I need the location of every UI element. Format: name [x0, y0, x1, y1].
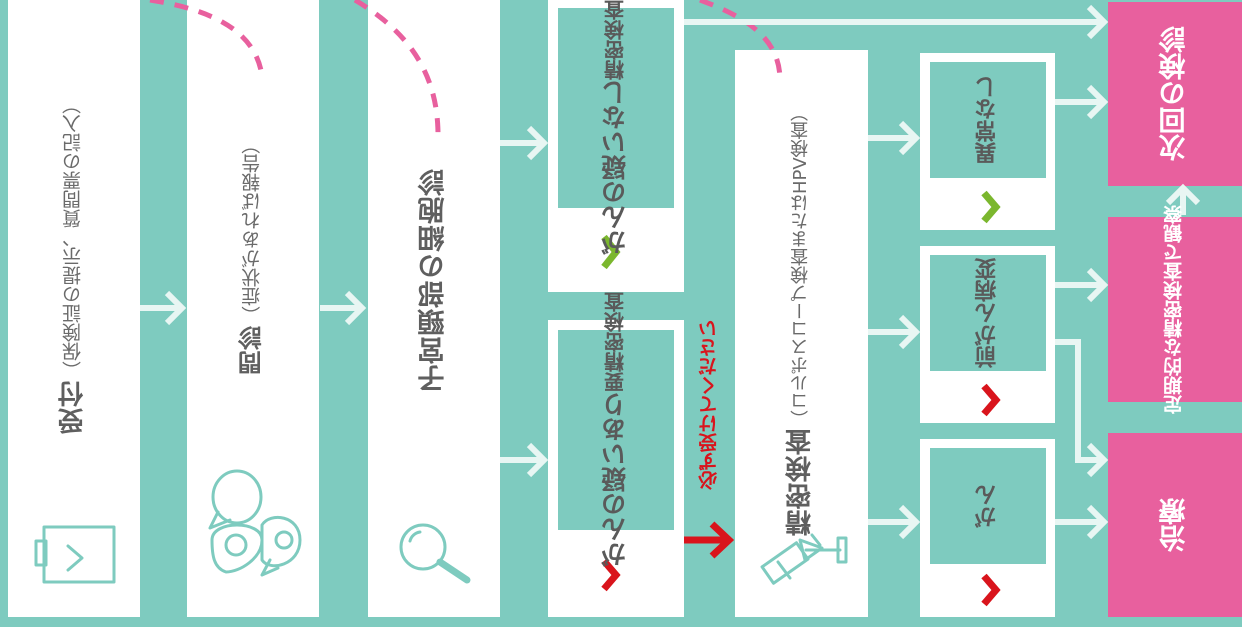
- arrow-right-icon: [1055, 504, 1109, 540]
- dashed-connector: [353, 0, 441, 136]
- interview-label: 問診（症状があれば報告）: [187, 90, 319, 420]
- interview-note: （症状があれば報告）: [241, 135, 264, 325]
- dashed-connector: [149, 0, 265, 77]
- periodic-observation-box: [1108, 217, 1242, 402]
- arrow-right-icon: [1055, 267, 1109, 303]
- dashed-connector: [699, 0, 783, 81]
- normal-box: [930, 62, 1046, 178]
- reception-title: 受付: [58, 380, 89, 435]
- red-arrow-icon: [684, 521, 735, 559]
- treatment-box: [1108, 433, 1242, 617]
- arrow-right-icon: [868, 504, 921, 540]
- arrow-right-icon: [140, 290, 187, 326]
- no-suspicion-sub: 精密検査不要: [603, 0, 628, 81]
- must-take-text: 必ず受けてください: [698, 319, 721, 491]
- reception-panel: [8, 0, 140, 617]
- arrow-right-icon: [684, 4, 1109, 40]
- no-suspicion-label: がんの疑いなし 精密検査不要: [558, 0, 674, 256]
- arrow-right-icon: [1055, 339, 1109, 478]
- colposcope-icon: [760, 533, 848, 585]
- normal-text: 異常なし: [975, 76, 1001, 164]
- precancer-box: [930, 255, 1046, 371]
- cancer-box: [930, 448, 1046, 564]
- conversation-icon: [208, 469, 302, 577]
- suspicion-label: がんの疑いあり 要精密検査: [558, 293, 674, 568]
- reception-label: 受付（保険証の提示、質問票の記入）: [8, 60, 140, 470]
- cancer-label: がん: [930, 448, 1046, 564]
- normal-label: 異常なし: [930, 62, 1046, 178]
- green-chevron-icon: [601, 234, 621, 270]
- suspicion-box: [558, 330, 674, 530]
- clipboard-icon: [34, 525, 116, 584]
- detail-exam-panel: [735, 50, 868, 617]
- precancer-line-1: 前がん: [975, 302, 1001, 368]
- red-chevron-icon: [981, 383, 1001, 417]
- green-chevron-icon: [981, 190, 1001, 224]
- periodic-observation-line-2: 精密検査で観察: [1163, 205, 1186, 338]
- interview-title: 問診: [238, 325, 267, 375]
- interview-panel: [187, 0, 319, 617]
- cytology-title: 子宮頸部の細胞診: [418, 168, 450, 392]
- arrow-right-icon: [500, 442, 549, 478]
- arrow-right-icon: [868, 120, 921, 156]
- detail-exam-note: （コルポスコープ検査または: [790, 194, 812, 429]
- red-chevron-icon: [601, 558, 621, 592]
- must-take-label: 必ず受けてください: [690, 295, 730, 515]
- next-screening-text: 次回の検診: [1159, 26, 1191, 162]
- detail-exam-title: 精密検査: [785, 428, 816, 537]
- periodic-observation-label: 定期的な 精密検査で観察: [1108, 205, 1242, 414]
- arrow-right-icon: [868, 314, 921, 350]
- reception-note: （保険証の提示、質問票の記入）: [62, 95, 85, 381]
- precancer-line-2: 病変: [975, 258, 1001, 302]
- arrow-right-icon: [320, 290, 367, 326]
- cancer-text: がん: [975, 484, 1001, 528]
- arrow-up-icon: [1165, 183, 1201, 215]
- detail-exam-label: 精密検査 （コルポスコープ検査またはHPV検査）: [735, 100, 868, 540]
- next-screening-box: [1108, 2, 1242, 186]
- suspicion-sub: 要精密検査: [603, 292, 628, 393]
- no-suspicion-box: [558, 8, 674, 208]
- no-suspicion-title: がんの疑いなし: [600, 80, 630, 256]
- suspicion-title: がんの疑いあり: [600, 392, 630, 568]
- precancer-label: 前がん 病変: [930, 255, 1046, 371]
- treatment-text: 治療: [1159, 498, 1191, 552]
- red-chevron-icon: [981, 573, 1001, 607]
- cytology-label: 子宮頸部の細胞診: [368, 140, 500, 420]
- arrow-right-icon: [500, 125, 549, 161]
- magnifier-icon: [399, 523, 471, 584]
- periodic-observation-line-1: 定期的な: [1163, 338, 1186, 414]
- arrow-right-icon: [1055, 84, 1109, 120]
- treatment-label: 治療: [1108, 433, 1242, 617]
- detail-exam-note-hpv: HPV検査）: [790, 103, 812, 195]
- next-screening-label: 次回の検診: [1108, 2, 1242, 186]
